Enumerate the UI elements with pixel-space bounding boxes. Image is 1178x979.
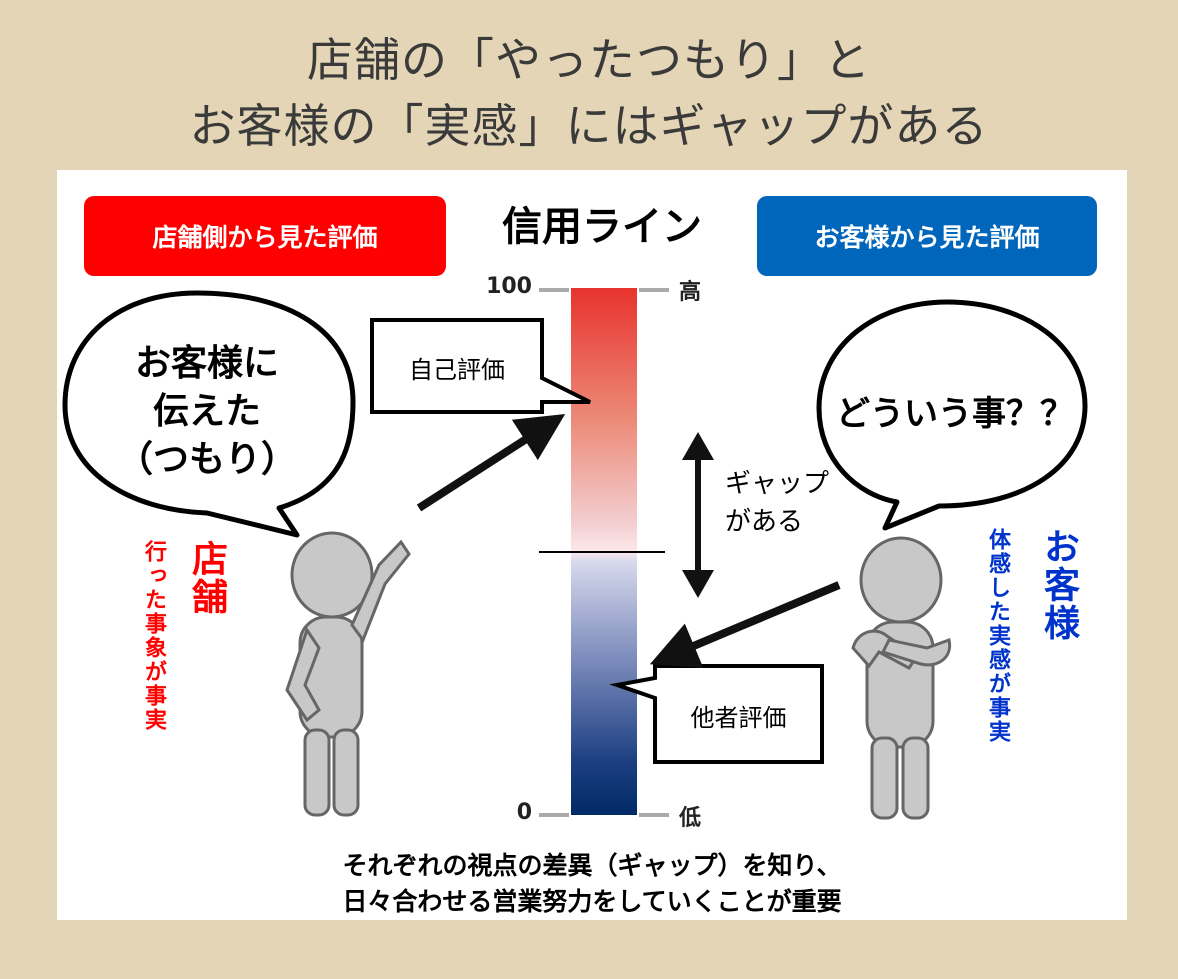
footer-line1: それぞれの視点の差異（ギャップ）を知り、	[342, 851, 842, 880]
page-title-line2: お客様の「実感」にはギャップがある	[189, 99, 989, 153]
customer-arrow	[649, 581, 841, 668]
other-evaluation-label: 他者評価	[690, 704, 787, 732]
customer-bubble-text: どういう事？？	[836, 394, 1074, 434]
diagram-drawings	[62, 290, 1088, 820]
self-evaluation-callout	[370, 318, 591, 414]
trust-line-title: 信用ライン	[502, 204, 702, 250]
customer-speech-bubble	[816, 299, 1088, 531]
self-evaluation-label: 自己評価	[409, 356, 505, 384]
diagram-panel: 店舗側から見た評価 お客様から見た評価 信用ライン 100 高 0 低	[57, 170, 1127, 920]
store-bubble-line1: お客様に	[134, 343, 279, 384]
customer-evaluation-badge: お客様から見た評価	[757, 196, 1097, 276]
scale-high-label: 高	[679, 280, 702, 305]
store-side-caption: 行った事象が事実	[141, 540, 166, 732]
store-person-figure	[285, 531, 411, 817]
customer-side-name: お客様	[1038, 528, 1079, 642]
scale-top-value: 100	[486, 274, 532, 299]
customer-side-caption: 体感した実感が事実	[985, 528, 1010, 744]
scale-bottom-dash-left	[539, 813, 569, 817]
page-title-line1: 店舗の「やったつもり」と	[307, 33, 871, 87]
gap-double-arrow	[682, 432, 714, 598]
gap-label: ギャップ がある	[725, 465, 845, 541]
other-evaluation-callout	[609, 664, 824, 764]
customer-person-figure	[851, 536, 952, 820]
gap-label-line2: がある	[725, 507, 804, 537]
scale-bottom-dash-right	[639, 813, 669, 817]
store-bubble-line3: （つもり）	[116, 439, 297, 480]
store-bubble-text: お客様に 伝えた （つもり）	[97, 340, 317, 484]
store-side-name: 店舗	[186, 540, 227, 616]
scale-low-label: 低	[679, 806, 702, 831]
gap-label-line1: ギャップ	[725, 469, 830, 499]
store-speech-bubble	[62, 290, 356, 538]
footer-line2: 日々合わせる営業努力をしていくことが重要	[342, 887, 842, 916]
store-bubble-line2: 伝えた	[152, 391, 261, 432]
scale-midline	[539, 551, 665, 553]
scale-top-dash-right	[639, 288, 669, 292]
scale-bottom-value: 0	[516, 800, 532, 825]
store-arrow	[416, 414, 566, 512]
store-evaluation-badge: 店舗側から見た評価	[84, 196, 446, 276]
scale-top-dash-left	[539, 288, 569, 292]
